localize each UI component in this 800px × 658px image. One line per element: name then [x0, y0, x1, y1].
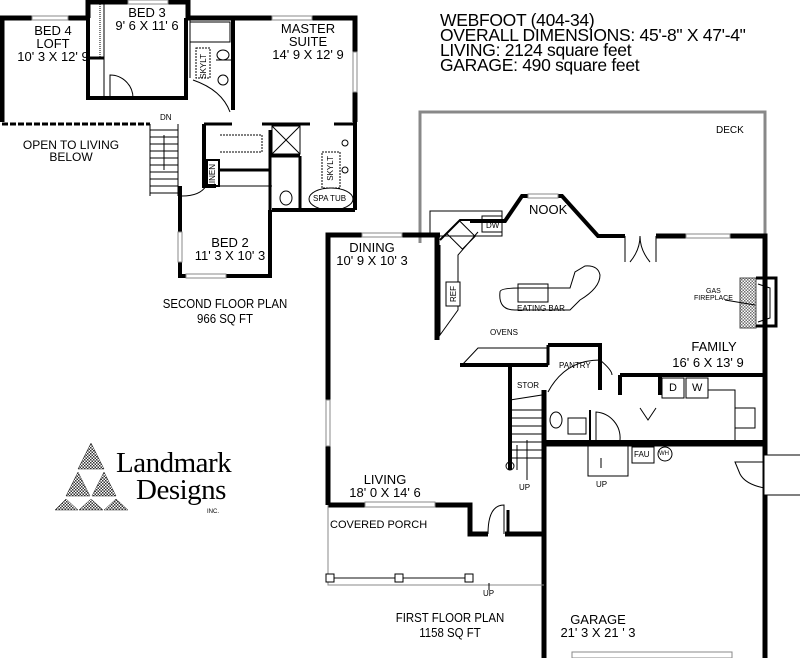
- stair-up-label: UP: [519, 483, 531, 492]
- room-bed4: BED 4 LOFT 10' 3 X 12' 9: [17, 23, 89, 64]
- washer-label: W: [692, 382, 703, 394]
- room-family-size: 16' 6 X 13' 9: [672, 355, 744, 370]
- dishwasher-label: DW: [486, 221, 500, 230]
- room-bed3: BED 3 9' 6 X 11' 6: [115, 5, 179, 33]
- logo-inc: INC.: [207, 509, 219, 515]
- water-heater-label: WH: [659, 451, 669, 457]
- gas-fireplace-label: GAS FIREPLACE: [694, 288, 733, 302]
- room-garage: GARAGE 21' 3 X 21 ' 3: [560, 612, 636, 640]
- plan-title: WEBFOOT (404-34): [440, 10, 595, 30]
- garage-area: GARAGE: 490 square feet: [440, 55, 640, 75]
- logo-line-designs: Designs: [136, 474, 226, 506]
- garage-stair-up-label: UP: [596, 480, 608, 489]
- room-family: FAMILY: [691, 339, 737, 354]
- porch-step-up-label: UP: [483, 589, 495, 598]
- room-nook: NOOK: [529, 202, 568, 217]
- pantry-label: PANTRY: [559, 361, 591, 370]
- first-floor-caption: FIRST FLOOR PLAN 1158 SQ FT: [395, 610, 505, 640]
- first-floor-plan: [325, 110, 800, 658]
- second-floor-plan: [0, 0, 358, 279]
- open-to-living-below: OPEN TO LIVING BELOW: [22, 138, 120, 164]
- living-area: LIVING: 2124 square feet: [440, 40, 632, 60]
- eating-bar-label: EATING BAR: [517, 304, 565, 313]
- storage-label: STOR: [517, 381, 540, 390]
- covered-porch: COVERED PORCH: [330, 519, 428, 531]
- refrigerator-label: REF: [449, 286, 458, 302]
- skylight-label: SKYLT: [199, 54, 208, 79]
- stair-down-label: DN: [160, 113, 172, 122]
- dryer-label: D: [669, 382, 677, 394]
- second-floor-caption: SECOND FLOOR PLAN 966 SQ FT: [162, 296, 288, 326]
- furnace-label: FAU: [634, 450, 650, 459]
- spa-tub-label: SPA TUB: [313, 194, 347, 203]
- skylight-label: SKYLT: [326, 156, 335, 181]
- logo-line-landmark: Landmark: [116, 447, 232, 479]
- room-bed2: BED 2 11' 3 X 10' 3: [194, 235, 266, 263]
- linen-closet-label: LINEN: [208, 164, 217, 188]
- triangle-pyramid-icon: [54, 442, 129, 511]
- room-master-suite: MASTER SUITE 14' 9 X 12' 9: [272, 21, 344, 62]
- ovens-label: OVENS: [490, 328, 519, 337]
- plan-header: WEBFOOT (404-34) OVERALL DIMENSIONS: 45'…: [440, 10, 746, 75]
- room-dining: DINING 10' 9 X 10' 3: [336, 240, 408, 268]
- room-deck: DECK: [716, 125, 744, 136]
- room-living: LIVING 18' 0 X 14' 6: [349, 472, 421, 500]
- overall-dimensions: OVERALL DIMENSIONS: 45'-8" X 47'-4": [440, 25, 746, 45]
